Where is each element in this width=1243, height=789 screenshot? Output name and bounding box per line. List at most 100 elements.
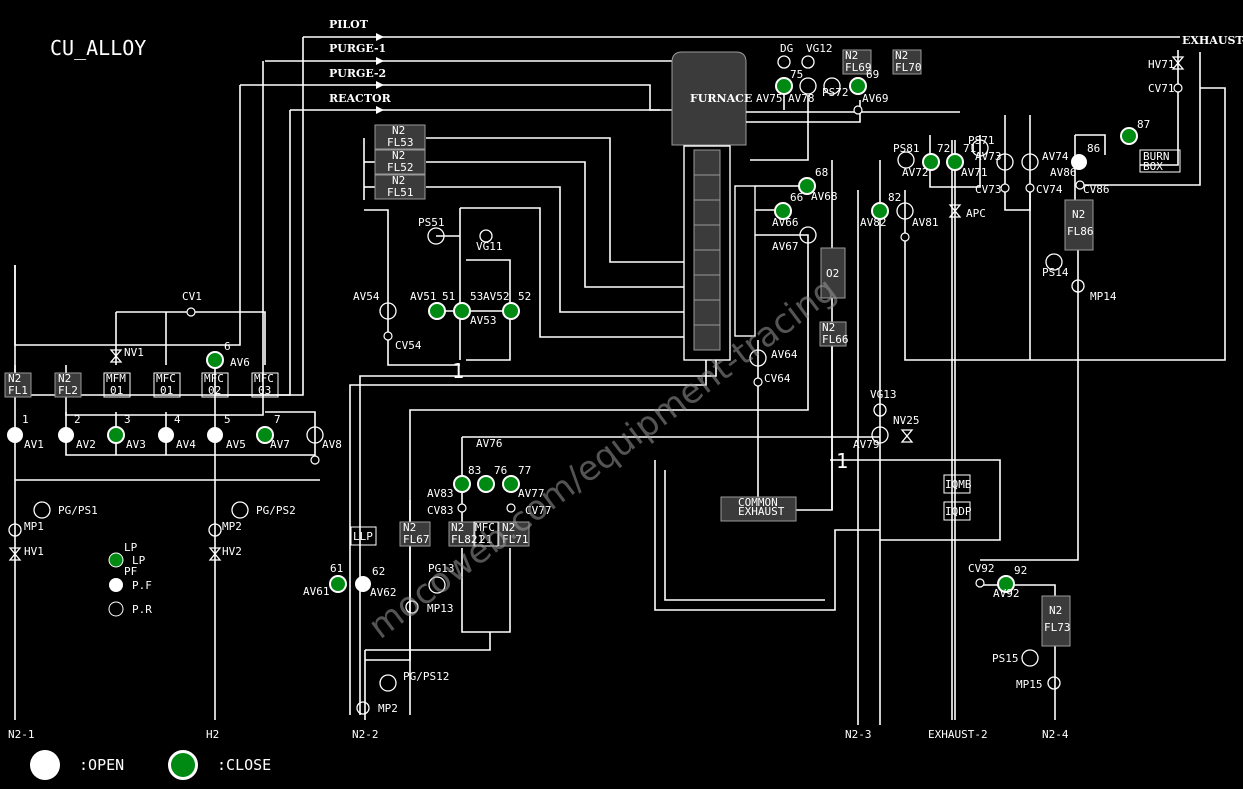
mfm-01[interactable]: MFM 01 [103, 372, 131, 398]
svg-text:MP2: MP2 [222, 520, 242, 533]
gauges[interactable] [8, 55, 1085, 715]
valve-av71[interactable] [946, 153, 964, 171]
valve-av7[interactable] [256, 426, 274, 444]
iqmb-iqdp[interactable]: IQMB IQDP [943, 474, 972, 521]
svg-text:CV83: CV83 [427, 504, 454, 517]
mfc-02[interactable]: MFC 02 [201, 372, 229, 398]
valve-av4[interactable] [158, 427, 174, 443]
filter-fl51[interactable]: N2 FL51 [374, 174, 426, 200]
svg-text:CV1: CV1 [182, 290, 202, 303]
valve-av72[interactable] [922, 153, 940, 171]
svg-text:PS15: PS15 [992, 652, 1019, 665]
svg-text:PS51: PS51 [418, 216, 445, 229]
valve-av78 [799, 77, 817, 95]
svg-text:FL51: FL51 [387, 186, 414, 199]
filter-fl53[interactable]: N2 FL53 [374, 124, 426, 150]
hollow-valves[interactable] [306, 77, 1039, 444]
valve-label-av61: AV61 [303, 585, 330, 598]
svg-text:CV64: CV64 [764, 372, 791, 385]
valve-av75[interactable] [775, 77, 793, 95]
valve-av8 [306, 426, 324, 444]
svg-text:MFC: MFC [204, 372, 224, 385]
svg-text:NV25: NV25 [893, 414, 920, 427]
burn-box[interactable]: BURN BOX [1139, 149, 1181, 173]
common-exhaust[interactable]: COMMON EXHAUST [720, 496, 797, 522]
filter-fl1[interactable]: N2 FL1 [4, 372, 32, 398]
svg-text:FL70: FL70 [895, 61, 922, 74]
check-valves[interactable] [186, 83, 1183, 588]
svg-text:VG12: VG12 [806, 42, 833, 55]
valve-av3[interactable] [107, 426, 125, 444]
legend-close: :CLOSE [168, 750, 271, 780]
filter-fl73[interactable]: N2 FL73 [1041, 595, 1071, 647]
valve-label-av66: AV66 [772, 216, 799, 229]
furnace[interactable] [671, 51, 756, 361]
valve-label-av68: AV68 [811, 190, 838, 203]
filter-fl70[interactable]: N2 FL70 [892, 49, 922, 75]
valve-av62[interactable] [355, 576, 371, 592]
valve-label-av86: AV86 [1050, 166, 1077, 179]
valve-av92[interactable] [997, 575, 1015, 593]
mfc-01[interactable]: MFC 01 [153, 372, 181, 398]
valve-av5[interactable] [207, 427, 223, 443]
valve-av86[interactable] [1071, 154, 1087, 170]
svg-text:N2: N2 [502, 521, 515, 534]
manual-valves[interactable] [8, 56, 1185, 561]
llp-box[interactable]: LLP [350, 526, 377, 546]
valve-label-av92: AV92 [993, 587, 1020, 600]
valve-label-av62: AV62 [370, 586, 397, 599]
svg-text:N2: N2 [403, 521, 416, 534]
valve-label-av82: AV82 [860, 216, 887, 229]
label-av74: AV74 [1042, 150, 1069, 163]
svg-text:CV71: CV71 [1148, 82, 1175, 95]
gauge-mp15 [1047, 676, 1061, 690]
svg-text:MP13: MP13 [427, 602, 454, 615]
filter-fl71[interactable]: N2 FL71 [498, 521, 530, 547]
valve-number-av72: 72 [937, 142, 950, 155]
valve-av52[interactable] [502, 302, 520, 320]
valve-label-av71: AV71 [961, 166, 988, 179]
svg-text:MP14: MP14 [1090, 290, 1117, 303]
o2-analyzer[interactable]: O2 [820, 247, 846, 299]
label-av79: AV79 [853, 438, 880, 451]
filter-fl69[interactable]: N2 FL69 [842, 49, 872, 75]
filter-fl52[interactable]: N2 FL52 [374, 149, 426, 175]
svg-text:N2: N2 [58, 372, 71, 385]
valve-av1[interactable] [7, 427, 23, 443]
label-av73: AV73 [975, 150, 1002, 163]
valve-number-av4: 4 [174, 413, 181, 426]
valve-label-av51: AV51 [410, 290, 437, 303]
filter-fl66[interactable]: N2 FL66 [819, 321, 849, 347]
valve-number-av51: 51 [442, 290, 455, 303]
valve-av2[interactable] [58, 427, 74, 443]
valve-av68[interactable] [798, 177, 816, 195]
furnace-label: FURNACE [690, 92, 752, 105]
mfc-boxes[interactable]: MFM 01 MFC 01 MFC 02 MFC 03 MFC 21 [103, 372, 499, 547]
filter-fl86[interactable]: N2 FL86 [1064, 199, 1094, 251]
valve-av82[interactable] [871, 202, 889, 220]
filter-boxes[interactable]: N2 FL1 N2 FL2 N2 FL53 N2 FL52 N2 FL51 N2… [4, 49, 1094, 647]
mfc-03[interactable]: MFC 03 [251, 372, 279, 398]
filter-fl821[interactable]: N2 FL821 [448, 521, 484, 547]
valve-av83[interactable] [453, 475, 471, 493]
filter-fl67[interactable]: N2 FL67 [399, 521, 431, 547]
valve-av66[interactable] [774, 202, 792, 220]
header-lines [14, 36, 1180, 720]
filter-fl2[interactable]: N2 FL2 [54, 372, 82, 398]
valve-number-av69: 69 [866, 68, 879, 81]
svg-text:N2: N2 [451, 521, 464, 534]
valve-av53[interactable] [453, 302, 471, 320]
svg-text:MP1: MP1 [24, 520, 44, 533]
valve-av87[interactable] [1120, 127, 1138, 145]
valve-av6[interactable] [206, 351, 224, 369]
valve-av69[interactable] [849, 77, 867, 95]
valve-av76[interactable] [477, 475, 495, 493]
svg-text:FL66: FL66 [822, 333, 849, 346]
valve-av74 [1021, 153, 1039, 171]
valve-av61[interactable] [329, 575, 347, 593]
mfc-21[interactable]: MFC 21 [473, 521, 499, 547]
valve-av77[interactable] [502, 475, 520, 493]
valve-av51[interactable] [428, 302, 446, 320]
svg-text:IQMB: IQMB [945, 478, 972, 491]
valve-number-av68: 68 [815, 166, 828, 179]
